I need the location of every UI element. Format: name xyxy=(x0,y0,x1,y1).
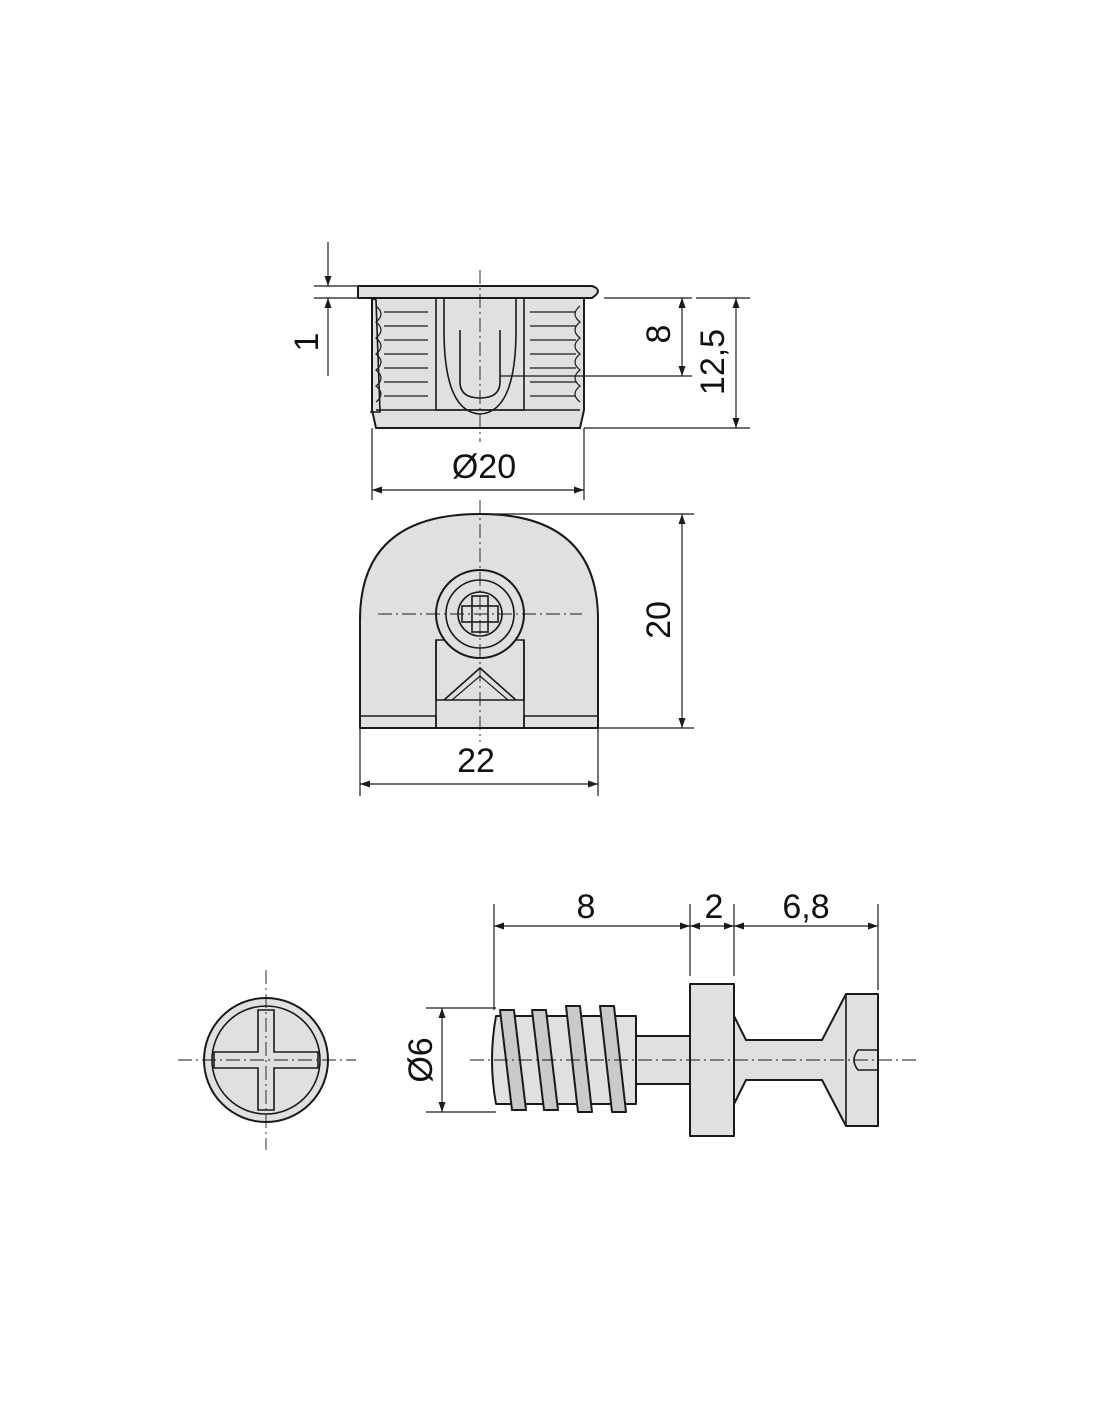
label-head-thickness: 1 xyxy=(288,333,326,352)
right-ribs xyxy=(530,305,581,403)
dim-cam-side-width: 22 xyxy=(359,728,599,796)
dim-head-thickness: 1 xyxy=(288,242,358,376)
dim-cam-diameter: Ø20 xyxy=(371,428,585,500)
label-slot-depth: 8 xyxy=(640,325,678,344)
label-cam-side-height: 20 xyxy=(640,601,678,639)
label-bolt-thread-length: 8 xyxy=(577,888,596,926)
dim-slot-depth: 8 xyxy=(500,297,692,377)
dim-cam-height: 12,5 xyxy=(584,297,750,429)
dim-bolt-collar-width: 2 xyxy=(690,888,735,976)
left-ribs xyxy=(375,305,428,403)
dim-cam-side-height: 20 xyxy=(480,513,694,729)
label-cam-height: 12,5 xyxy=(694,329,732,395)
label-cam-side-width: 22 xyxy=(457,742,495,780)
bolt-side-view xyxy=(470,983,920,1137)
dim-bolt-head-length: 6,8 xyxy=(734,888,879,990)
cam-housing-side-view xyxy=(357,270,599,442)
dim-bolt-thread-length: 8 xyxy=(493,888,691,1010)
label-bolt-collar-width: 2 xyxy=(705,888,724,926)
bolt-end-view xyxy=(178,970,356,1150)
label-cam-diameter: Ø20 xyxy=(452,448,516,486)
label-bolt-head-length: 6,8 xyxy=(782,888,829,926)
cam-housing-front-view xyxy=(359,500,599,742)
dim-bolt-thread-diameter: Ø6 xyxy=(402,1007,496,1113)
label-bolt-thread-diameter: Ø6 xyxy=(402,1037,440,1082)
